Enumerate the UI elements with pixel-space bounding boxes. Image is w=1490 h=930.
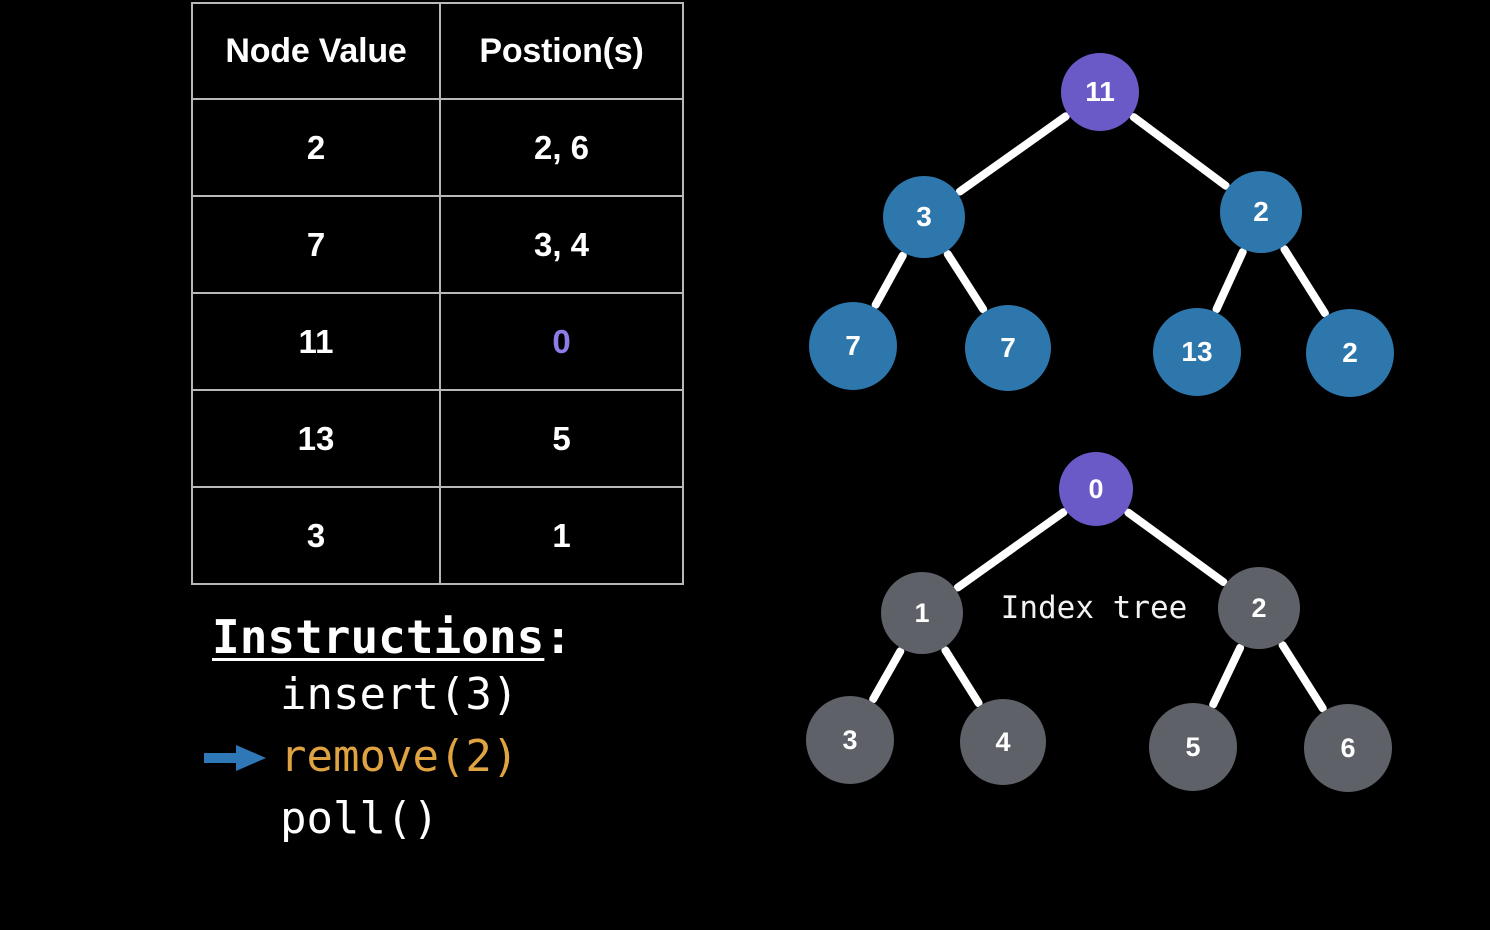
index-tree-node[interactable]: 3 [806,696,894,784]
cell-node-value: 11 [191,292,441,391]
index-tree-node-label: 3 [842,724,858,755]
column-header-positions: Postion(s) [439,2,684,100]
index-tree-node-label: 5 [1185,731,1201,762]
index-tree-edge [953,508,1068,592]
instructions-heading-word: Instructions [212,610,545,664]
index-tree-edge [869,647,905,704]
value-tree-node-label: 7 [1000,332,1016,363]
value-tree-node-label: 2 [1342,337,1358,368]
index-tree-node-label: 0 [1088,473,1104,504]
index-tree-node[interactable]: 0 [1059,452,1133,526]
value-tree-node[interactable]: 3 [883,176,965,258]
index-tree-label: Index tree [1000,590,1188,626]
value-tree-edge [1280,245,1329,318]
instructions-block: Instructions: insert(3) remove(2) poll() [204,610,573,850]
instruction-marker-slot [212,664,280,726]
index-tree-node[interactable]: 6 [1304,704,1392,792]
table-header-row: Node Value Postion(s) [191,2,684,100]
cell-positions: 3, 4 [439,195,684,294]
cell-node-value: 3 [191,486,441,585]
index-tree-node-label: 6 [1340,732,1356,763]
value-tree-node[interactable]: 2 [1306,309,1394,397]
value-tree-node-label: 3 [916,201,932,232]
cell-positions: 2, 6 [439,98,684,197]
index-tree-node[interactable]: 4 [960,699,1046,785]
value-tree-node-label: 7 [845,330,861,361]
value-tree-node-label: 13 [1181,336,1213,367]
cell-positions: 0 [439,292,684,391]
index-tree-node[interactable]: 2 [1218,567,1300,649]
instruction-item[interactable]: remove(2) [204,726,572,788]
value-tree-node-label: 11 [1085,76,1115,107]
instruction-item[interactable]: poll() [212,788,572,850]
instructions-heading: Instructions: [212,610,573,664]
instruction-marker-slot [204,726,280,788]
index-tree-node-label: 4 [995,726,1011,757]
instruction-marker-slot [212,788,280,850]
cell-node-value: 13 [191,389,441,488]
value-tree-node[interactable]: 13 [1153,308,1241,396]
index-tree-edge [1124,508,1228,587]
cell-positions: 1 [439,486,684,585]
cell-node-value: 7 [191,195,441,294]
index-tree-edge [1209,643,1245,709]
value-tree-edge [955,112,1070,196]
instructions-heading-colon: : [544,610,573,664]
value-tree-edge [871,251,907,309]
instruction-label: remove(2) [280,730,519,782]
value-tree-node[interactable]: 7 [965,305,1051,391]
index-tree-node[interactable]: 1 [881,572,963,654]
instruction-label: insert(3) [280,668,519,720]
value-tree-edge [1212,248,1247,314]
value-tree-node[interactable]: 2 [1220,171,1302,253]
index-tree-edge [1278,641,1327,713]
cell-positions: 5 [439,389,684,488]
value-tree-node[interactable]: 7 [809,302,897,390]
cell-node-value: 2 [191,98,441,197]
instruction-item[interactable]: insert(3) [212,664,572,726]
value-tree-node-label: 2 [1253,196,1269,227]
instruction-label: poll() [280,792,439,844]
column-header-node-value: Node Value [191,2,441,100]
index-tree-node-label: 1 [914,597,930,628]
index-tree-node-label: 2 [1251,592,1267,623]
value-tree-edge [943,250,988,314]
right-arrow-icon [204,744,266,771]
index-tree-edge [941,646,983,708]
value-tree-edge [1129,113,1230,190]
value-tree-node[interactable]: 11 [1061,53,1139,131]
index-tree-node[interactable]: 5 [1149,703,1237,791]
instructions-list: insert(3) remove(2) poll() [204,664,572,850]
